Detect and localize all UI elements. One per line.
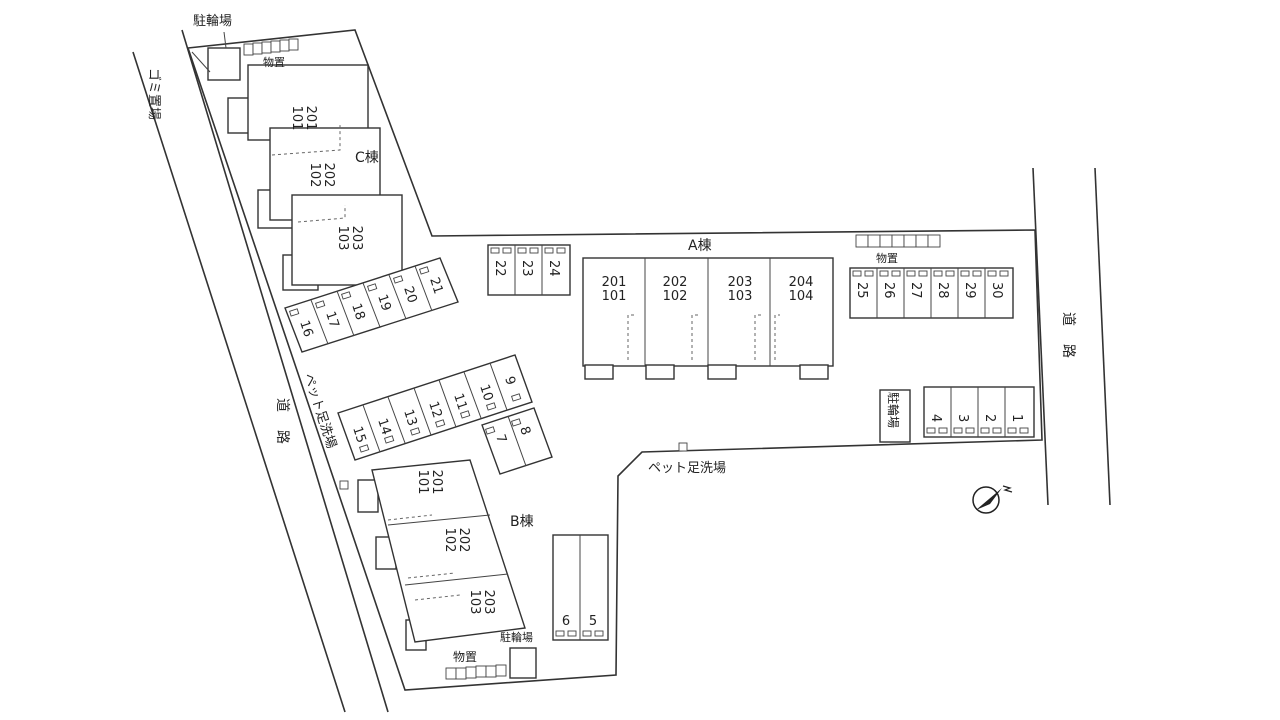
unit-upper-number: 203: [728, 275, 753, 290]
unit-lower-number: 104: [789, 289, 814, 304]
parking-space-number[interactable]: 12: [425, 400, 444, 420]
parking-space-number[interactable]: 11: [450, 392, 469, 412]
road-east-label: 道路: [1060, 312, 1076, 376]
unit-upper-number: 201: [602, 275, 627, 290]
road-east: [1032, 167, 1111, 506]
unit-lower-number: 102: [663, 289, 688, 304]
unit-upper-number: 203: [349, 226, 364, 251]
storage-b: [445, 664, 507, 680]
bicycle-parking-a-area: [879, 389, 911, 443]
parking-space-number[interactable]: 25: [854, 282, 869, 299]
unit-lower-number: 101: [289, 106, 304, 131]
parking-space-number[interactable]: 5: [589, 614, 597, 629]
bicycle-parking-top-area: [191, 31, 241, 81]
unit-a-204-104[interactable]: 204 104: [789, 275, 814, 304]
storage-top-label: 物置: [263, 55, 285, 69]
parking-space-number[interactable]: 17: [322, 310, 341, 330]
unit-upper-number: 203: [481, 590, 496, 615]
unit-upper-number: 202: [321, 163, 336, 188]
pet-wash-a-mark: [678, 442, 688, 452]
parking-group-16-21: [284, 257, 459, 353]
unit-lower-number: 103: [335, 226, 350, 251]
parking-space-number[interactable]: 18: [348, 302, 367, 322]
parking-space-number[interactable]: 28: [935, 282, 950, 299]
bicycle-parking-b-area: [509, 647, 537, 679]
parking-space-number[interactable]: 15: [349, 425, 368, 445]
parking-space-number[interactable]: 22: [492, 260, 507, 277]
parking-group-5-6: [552, 534, 609, 641]
bicycle-parking-a-label: 駐輪場: [886, 392, 901, 428]
storage-a: [855, 234, 941, 248]
building-b: [357, 459, 526, 651]
parking-group-22-24: [487, 244, 571, 296]
parking-space-number[interactable]: 23: [519, 260, 534, 277]
unit-b-203-103[interactable]: 203 103: [467, 590, 496, 615]
pet-wash-a-label: ペット足洗場: [648, 461, 726, 476]
unit-b-201-101[interactable]: 201 101: [415, 470, 444, 495]
unit-lower-number: 102: [442, 528, 457, 553]
unit-a-203-103[interactable]: 203 103: [728, 275, 753, 304]
parking-space-number[interactable]: 2: [982, 414, 997, 422]
unit-c-201-101[interactable]: 201 101: [289, 106, 318, 131]
bicycle-parking-b-label: 駐輪場: [500, 630, 533, 644]
unit-upper-number: 202: [663, 275, 688, 290]
garbage-area-label: ゴミ置場: [146, 68, 162, 120]
unit-c-202-102[interactable]: 202 102: [307, 163, 336, 188]
parking-space-number[interactable]: 1: [1009, 414, 1024, 422]
parking-space-number[interactable]: 14: [374, 417, 393, 437]
unit-lower-number: 101: [602, 289, 627, 304]
parking-space-number[interactable]: 16: [296, 319, 315, 339]
building-c-name: C棟: [355, 150, 379, 166]
parking-space-number[interactable]: 29: [962, 282, 977, 299]
north-arrow-icon: [972, 485, 1013, 514]
parking-space-number[interactable]: 30: [989, 282, 1004, 299]
storage-a-label: 物置: [876, 251, 898, 265]
unit-lower-number: 101: [415, 470, 430, 495]
storage-top: [243, 38, 299, 56]
parking-space-number[interactable]: 19: [374, 293, 393, 313]
parking-group-1-4: [923, 386, 1035, 438]
unit-a-201-101[interactable]: 201 101: [602, 275, 627, 304]
building-a-name: A棟: [688, 238, 712, 254]
unit-upper-number: 201: [303, 106, 318, 131]
parking-space-number[interactable]: 4: [928, 414, 943, 422]
unit-c-203-103[interactable]: 203 103: [335, 226, 364, 251]
parking-space-number[interactable]: 13: [400, 408, 419, 428]
unit-lower-number: 102: [307, 163, 322, 188]
parking-space-number[interactable]: 6: [562, 614, 570, 629]
unit-lower-number: 103: [728, 289, 753, 304]
unit-upper-number: 202: [456, 528, 471, 553]
parking-space-number[interactable]: 10: [476, 383, 495, 403]
bicycle-parking-top-label: 駐輪場: [193, 13, 232, 29]
unit-lower-number: 103: [467, 590, 482, 615]
site-boundary: [186, 29, 1043, 691]
parking-space-number[interactable]: 24: [546, 260, 561, 277]
parking-space-number[interactable]: 21: [426, 276, 445, 296]
parking-space-number[interactable]: 3: [955, 414, 970, 422]
parking-space-number[interactable]: 27: [908, 282, 923, 299]
parking-space-number[interactable]: 26: [881, 282, 896, 299]
parking-group-25-30: [849, 267, 1014, 319]
building-b-name: B棟: [510, 514, 534, 530]
unit-upper-number: 201: [429, 470, 444, 495]
building-c: [227, 64, 403, 291]
parking-group-9-15: [337, 354, 533, 461]
unit-a-202-102[interactable]: 202 102: [663, 275, 688, 304]
pet-wash-b-mark: [339, 480, 349, 490]
parking-space-number[interactable]: 20: [400, 285, 419, 305]
road-west: [132, 29, 389, 713]
building-a: [582, 257, 834, 380]
unit-upper-number: 204: [789, 275, 814, 290]
parking-group-7-8: [481, 407, 553, 475]
storage-b-label: 物置: [453, 650, 477, 664]
unit-b-202-102[interactable]: 202 102: [442, 528, 471, 553]
road-west-label: 道路: [274, 398, 290, 462]
